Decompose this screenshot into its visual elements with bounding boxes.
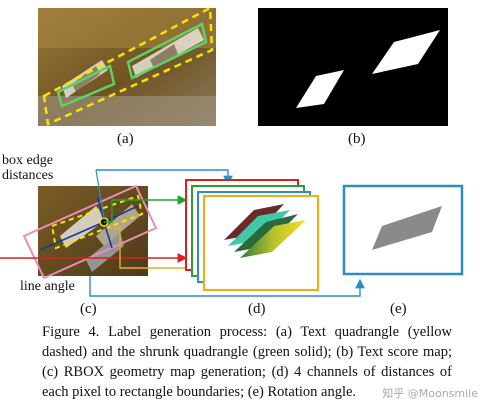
annotation-box-edge-line2: distances	[2, 167, 54, 183]
panel-a-label: (a)	[117, 131, 134, 147]
shrunk-quadrangle-1	[56, 64, 116, 108]
watermark: 知乎 @Moonsmile	[382, 387, 478, 400]
panel-e-angle	[342, 184, 464, 276]
annotation-box-edge: box edge distances	[2, 153, 54, 183]
panel-d-channels	[185, 179, 320, 292]
panel-c-label: (c)	[80, 301, 97, 317]
text-quadrangle	[42, 5, 214, 126]
panel-c-rbox	[22, 184, 158, 280]
annotation-box-edge-line1: box edge	[2, 153, 53, 168]
annotation-line-angle: line angle	[20, 279, 75, 294]
panel-a-image	[38, 5, 216, 126]
figure-caption: Figure 4. Label generation process: (a) …	[42, 324, 452, 400]
panel-b-score-map	[258, 8, 448, 126]
panel-b-label: (b)	[348, 131, 366, 147]
panel-d-label: (d)	[248, 301, 266, 317]
shrunk-quadrangle-2	[126, 22, 208, 80]
panel-e-label: (e)	[390, 301, 407, 317]
